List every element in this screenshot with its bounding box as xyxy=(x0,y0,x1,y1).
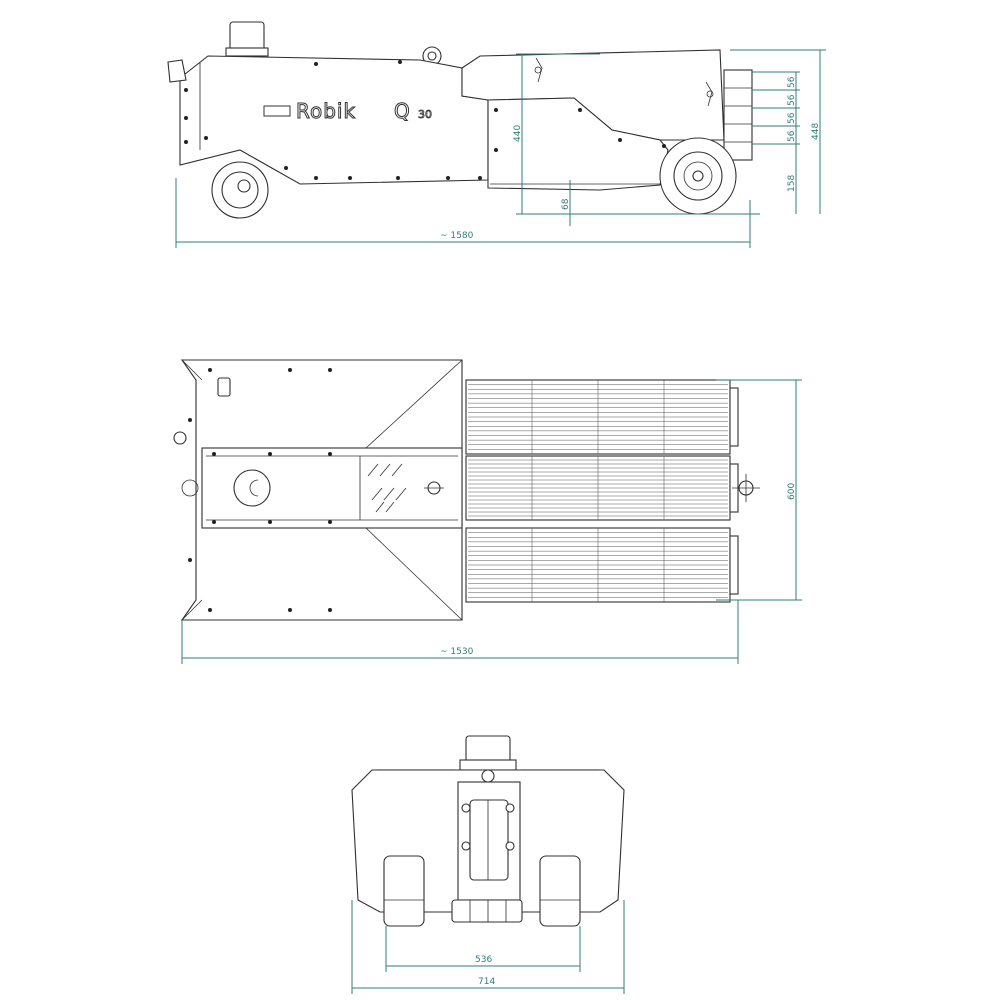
step-3-label: 56 xyxy=(787,112,797,124)
pin-1 xyxy=(535,57,543,83)
front-motor-base xyxy=(459,759,517,771)
step-2-label: 56 xyxy=(787,94,797,106)
lifting-eye-hole xyxy=(427,51,437,61)
top-motor-cap xyxy=(233,469,271,507)
top-dimensions: ~ 1530 600 xyxy=(181,379,802,664)
side-height-label: 440 xyxy=(513,125,523,142)
rear-stack xyxy=(723,69,753,161)
logo-model: Q xyxy=(394,99,411,123)
front-handle xyxy=(167,59,187,83)
side-length-label: ~ 1580 xyxy=(440,231,474,241)
front-caster xyxy=(451,899,523,923)
logo-model-number: 30 xyxy=(418,108,432,121)
vent-slots xyxy=(367,463,407,513)
step-4-label: 56 xyxy=(787,130,797,142)
lower-chassis xyxy=(487,97,669,191)
top-width-label: 600 xyxy=(787,483,797,500)
total-height-label: 448 xyxy=(811,123,821,140)
front-view: 536 714 xyxy=(351,735,625,994)
front-dimensions: 536 714 xyxy=(351,900,625,994)
top-bolts xyxy=(188,368,332,612)
motor-cap-base xyxy=(225,47,269,57)
body-bolts xyxy=(184,60,666,180)
front-motor-cap xyxy=(465,735,511,763)
top-length-label: ~ 1530 xyxy=(440,647,474,657)
side-dimensions: ~ 1580 440 68 448 56 56 56 56 158 xyxy=(175,49,826,248)
logo-brand: Robik xyxy=(296,99,356,123)
inner-width-label: 536 xyxy=(475,955,492,965)
logo-mark xyxy=(263,105,291,117)
logo: Robik Q 30 xyxy=(263,99,432,124)
top-view: ~ 1530 600 xyxy=(173,359,802,664)
clearance-label: 68 xyxy=(561,198,571,210)
side-view: Robik Q 30 xyxy=(167,21,826,248)
front-right-wheel xyxy=(539,855,581,927)
outer-width-label: 714 xyxy=(478,977,495,987)
rear-lower-label: 158 xyxy=(787,175,797,192)
step-1-label: 56 xyxy=(787,76,797,88)
roller-modules xyxy=(465,379,739,603)
front-left-wheel xyxy=(383,855,425,927)
